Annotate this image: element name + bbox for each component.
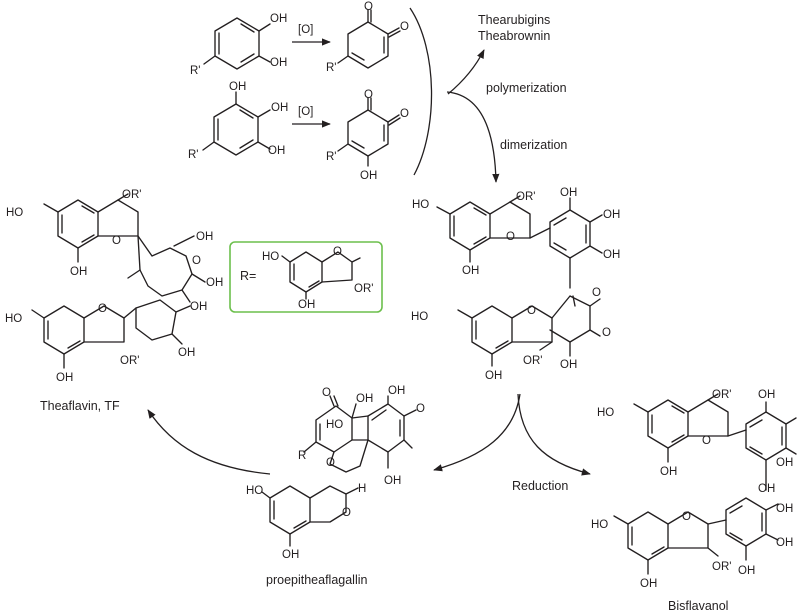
r-or: OR' (354, 283, 373, 295)
hq-oh: OH (360, 170, 377, 182)
tf-o-2: O (192, 255, 201, 267)
dimer-o-3: O (592, 287, 601, 299)
catechol-oh-1: OH (270, 13, 287, 25)
reduction-arrow (517, 393, 591, 476)
r-o: O (333, 246, 342, 258)
pe-ho-2: HO (246, 485, 263, 497)
dimer-ho-2: HO (411, 311, 428, 323)
polymerization-arrow (447, 49, 485, 95)
tf-o-1: O (112, 235, 121, 247)
r-oh: OH (298, 299, 315, 311)
oxidant-label-1: [O] (298, 24, 313, 36)
theaflavin-structure (31, 193, 206, 369)
hq-r: R' (326, 151, 337, 163)
tf-o-3: O (98, 303, 107, 315)
bf-ho-2: HO (591, 519, 608, 531)
dimer-or-1: OR' (516, 191, 535, 203)
bracket-curve (409, 7, 433, 176)
tf-oh-4: OH (56, 372, 73, 384)
tf-oh-3: OH (206, 277, 223, 289)
product-thearubigins: Thearubigins (478, 13, 550, 27)
bf-oh-3: OH (776, 457, 793, 469)
dimerization-label: dimerization (500, 138, 567, 152)
tf-or-1: OR' (122, 189, 141, 201)
reduction-label: Reduction (512, 479, 568, 493)
pe-o-4: O (342, 507, 351, 519)
bisflavanol-structure (613, 393, 797, 575)
bf-or-2: OR' (712, 561, 731, 573)
bf-or-1: OR' (712, 389, 731, 401)
pyrogallol-structure (202, 91, 271, 156)
pe-ho: HO (326, 419, 343, 431)
pe-o-2: O (416, 403, 425, 415)
bf-ho-1: HO (597, 407, 614, 419)
bisflavanol-label: Bisflavanol (668, 599, 728, 613)
tf-oh-1: OH (70, 266, 87, 278)
bf-oh-5: OH (640, 578, 657, 590)
bf-o-2: O (682, 511, 691, 523)
product-theabrownin: Theabrownin (478, 29, 550, 43)
catechol-r: R' (190, 65, 201, 77)
tf-ho-1: HO (6, 207, 23, 219)
bf-oh-1: OH (660, 466, 677, 478)
bf-oh-6: OH (776, 503, 793, 515)
r-definition-box (229, 241, 383, 313)
quinone-o-2: O (400, 21, 409, 33)
dimer-o-2: O (527, 305, 536, 317)
pyrogallol-oh-2: OH (271, 102, 288, 114)
r-group-structure (281, 251, 361, 300)
pe-o-1: O (322, 387, 331, 399)
polymerization-label: polymerization (486, 81, 567, 95)
r-definition-prefix: R= (240, 269, 256, 283)
pe-oh-2: OH (388, 385, 405, 397)
dimer-oh-3: OH (603, 209, 620, 221)
bf-oh-2: OH (758, 389, 775, 401)
dimer-intermediate-structure (436, 195, 603, 367)
pe-o-3: O (326, 457, 335, 469)
theaflavin-label: Theaflavin, TF (40, 399, 120, 413)
hydroxy-o-quinone-structure (337, 97, 401, 167)
catechol-structure (203, 17, 271, 70)
proepitheaflagallin-label: proepitheaflagallin (266, 573, 368, 587)
tf-ho-2: HO (5, 313, 22, 325)
pe-oh-4: OH (282, 549, 299, 561)
pe-oh-1: OH (356, 393, 373, 405)
bf-oh-7: OH (776, 537, 793, 549)
r-ho: HO (262, 251, 279, 263)
dimerization-arrow (446, 91, 500, 183)
pe-r: R (298, 450, 306, 462)
quinone-o-1: O (364, 1, 373, 13)
tf-or-2: OR' (120, 355, 139, 367)
oxidant-label-2: [O] (298, 106, 313, 118)
hq-o-2: O (400, 108, 409, 120)
pyrogallol-r: R' (188, 149, 199, 161)
tf-oh-5: OH (190, 301, 207, 313)
hq-o-1: O (364, 89, 373, 101)
dimer-oh-2: OH (560, 187, 577, 199)
proepitheaflagallin-structure (261, 395, 417, 547)
bf-oh-4: OH (758, 483, 775, 495)
o-quinone-structure (337, 9, 401, 69)
pyrogallol-oh-1: OH (229, 81, 246, 93)
to-proepitheaflagallin-arrow (433, 393, 521, 472)
dimer-oh-6: OH (560, 359, 577, 371)
dimer-ho-1: HO (412, 199, 429, 211)
quinone-r: R' (326, 62, 337, 74)
to-theaflavin-arrow (147, 409, 271, 475)
catechol-oh-2: OH (270, 57, 287, 69)
dimer-oh-4: OH (603, 249, 620, 261)
pe-oh-3: OH (384, 475, 401, 487)
pyrogallol-oh-3: OH (268, 145, 285, 157)
dimer-o-4: O (602, 327, 611, 339)
tf-oh-2: OH (196, 231, 213, 243)
dimer-o-1: O (506, 231, 515, 243)
dimer-oh-5: OH (485, 370, 502, 382)
tf-oh-6: OH (178, 347, 195, 359)
dimer-oh-1: OH (462, 265, 479, 277)
pe-h: H (358, 483, 366, 495)
bf-oh-8: OH (738, 565, 755, 577)
dimer-or-2: OR' (523, 355, 542, 367)
bf-o-1: O (702, 435, 711, 447)
